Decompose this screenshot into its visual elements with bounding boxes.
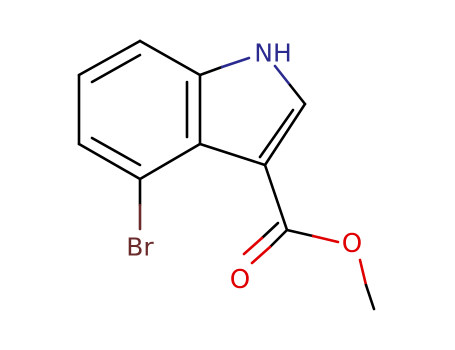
bond-c-o-single — [285, 228, 315, 238]
bond-c3-carbonyl — [263, 163, 289, 232]
double-bond-inner — [90, 53, 142, 84]
bond-c3-c3a — [198, 142, 267, 167]
benzene-ring — [77, 39, 202, 181]
bond-c-o-double — [260, 221, 280, 240]
bond-c-o-single — [311, 234, 340, 244]
bond-n-c2 — [288, 83, 307, 106]
double-bond-inner — [90, 136, 142, 167]
nitrogen-label: NH — [254, 39, 292, 68]
bond — [77, 39, 142, 77]
bond — [138, 142, 202, 181]
bond-c-o-double — [242, 236, 264, 256]
bond-c-o-double — [268, 228, 289, 249]
bond — [138, 39, 202, 77]
bond — [77, 142, 142, 181]
ester-oxygen-label: O — [342, 229, 362, 259]
bond-c7a-n — [220, 56, 251, 69]
bromine-label: Br — [126, 233, 154, 262]
bond-c7a-n — [198, 65, 224, 77]
bond-c-o-double — [250, 245, 272, 265]
carbonyl-oxygen-label: O — [230, 265, 250, 295]
bond-o-methyl — [358, 258, 368, 287]
bond-n-c2 — [273, 64, 292, 87]
substituents — [138, 163, 376, 311]
double-bond-inner — [258, 108, 295, 159]
bond-o-methyl — [364, 283, 376, 311]
bond-c2-c3 — [263, 102, 307, 167]
pyrrole-ring — [198, 56, 307, 167]
